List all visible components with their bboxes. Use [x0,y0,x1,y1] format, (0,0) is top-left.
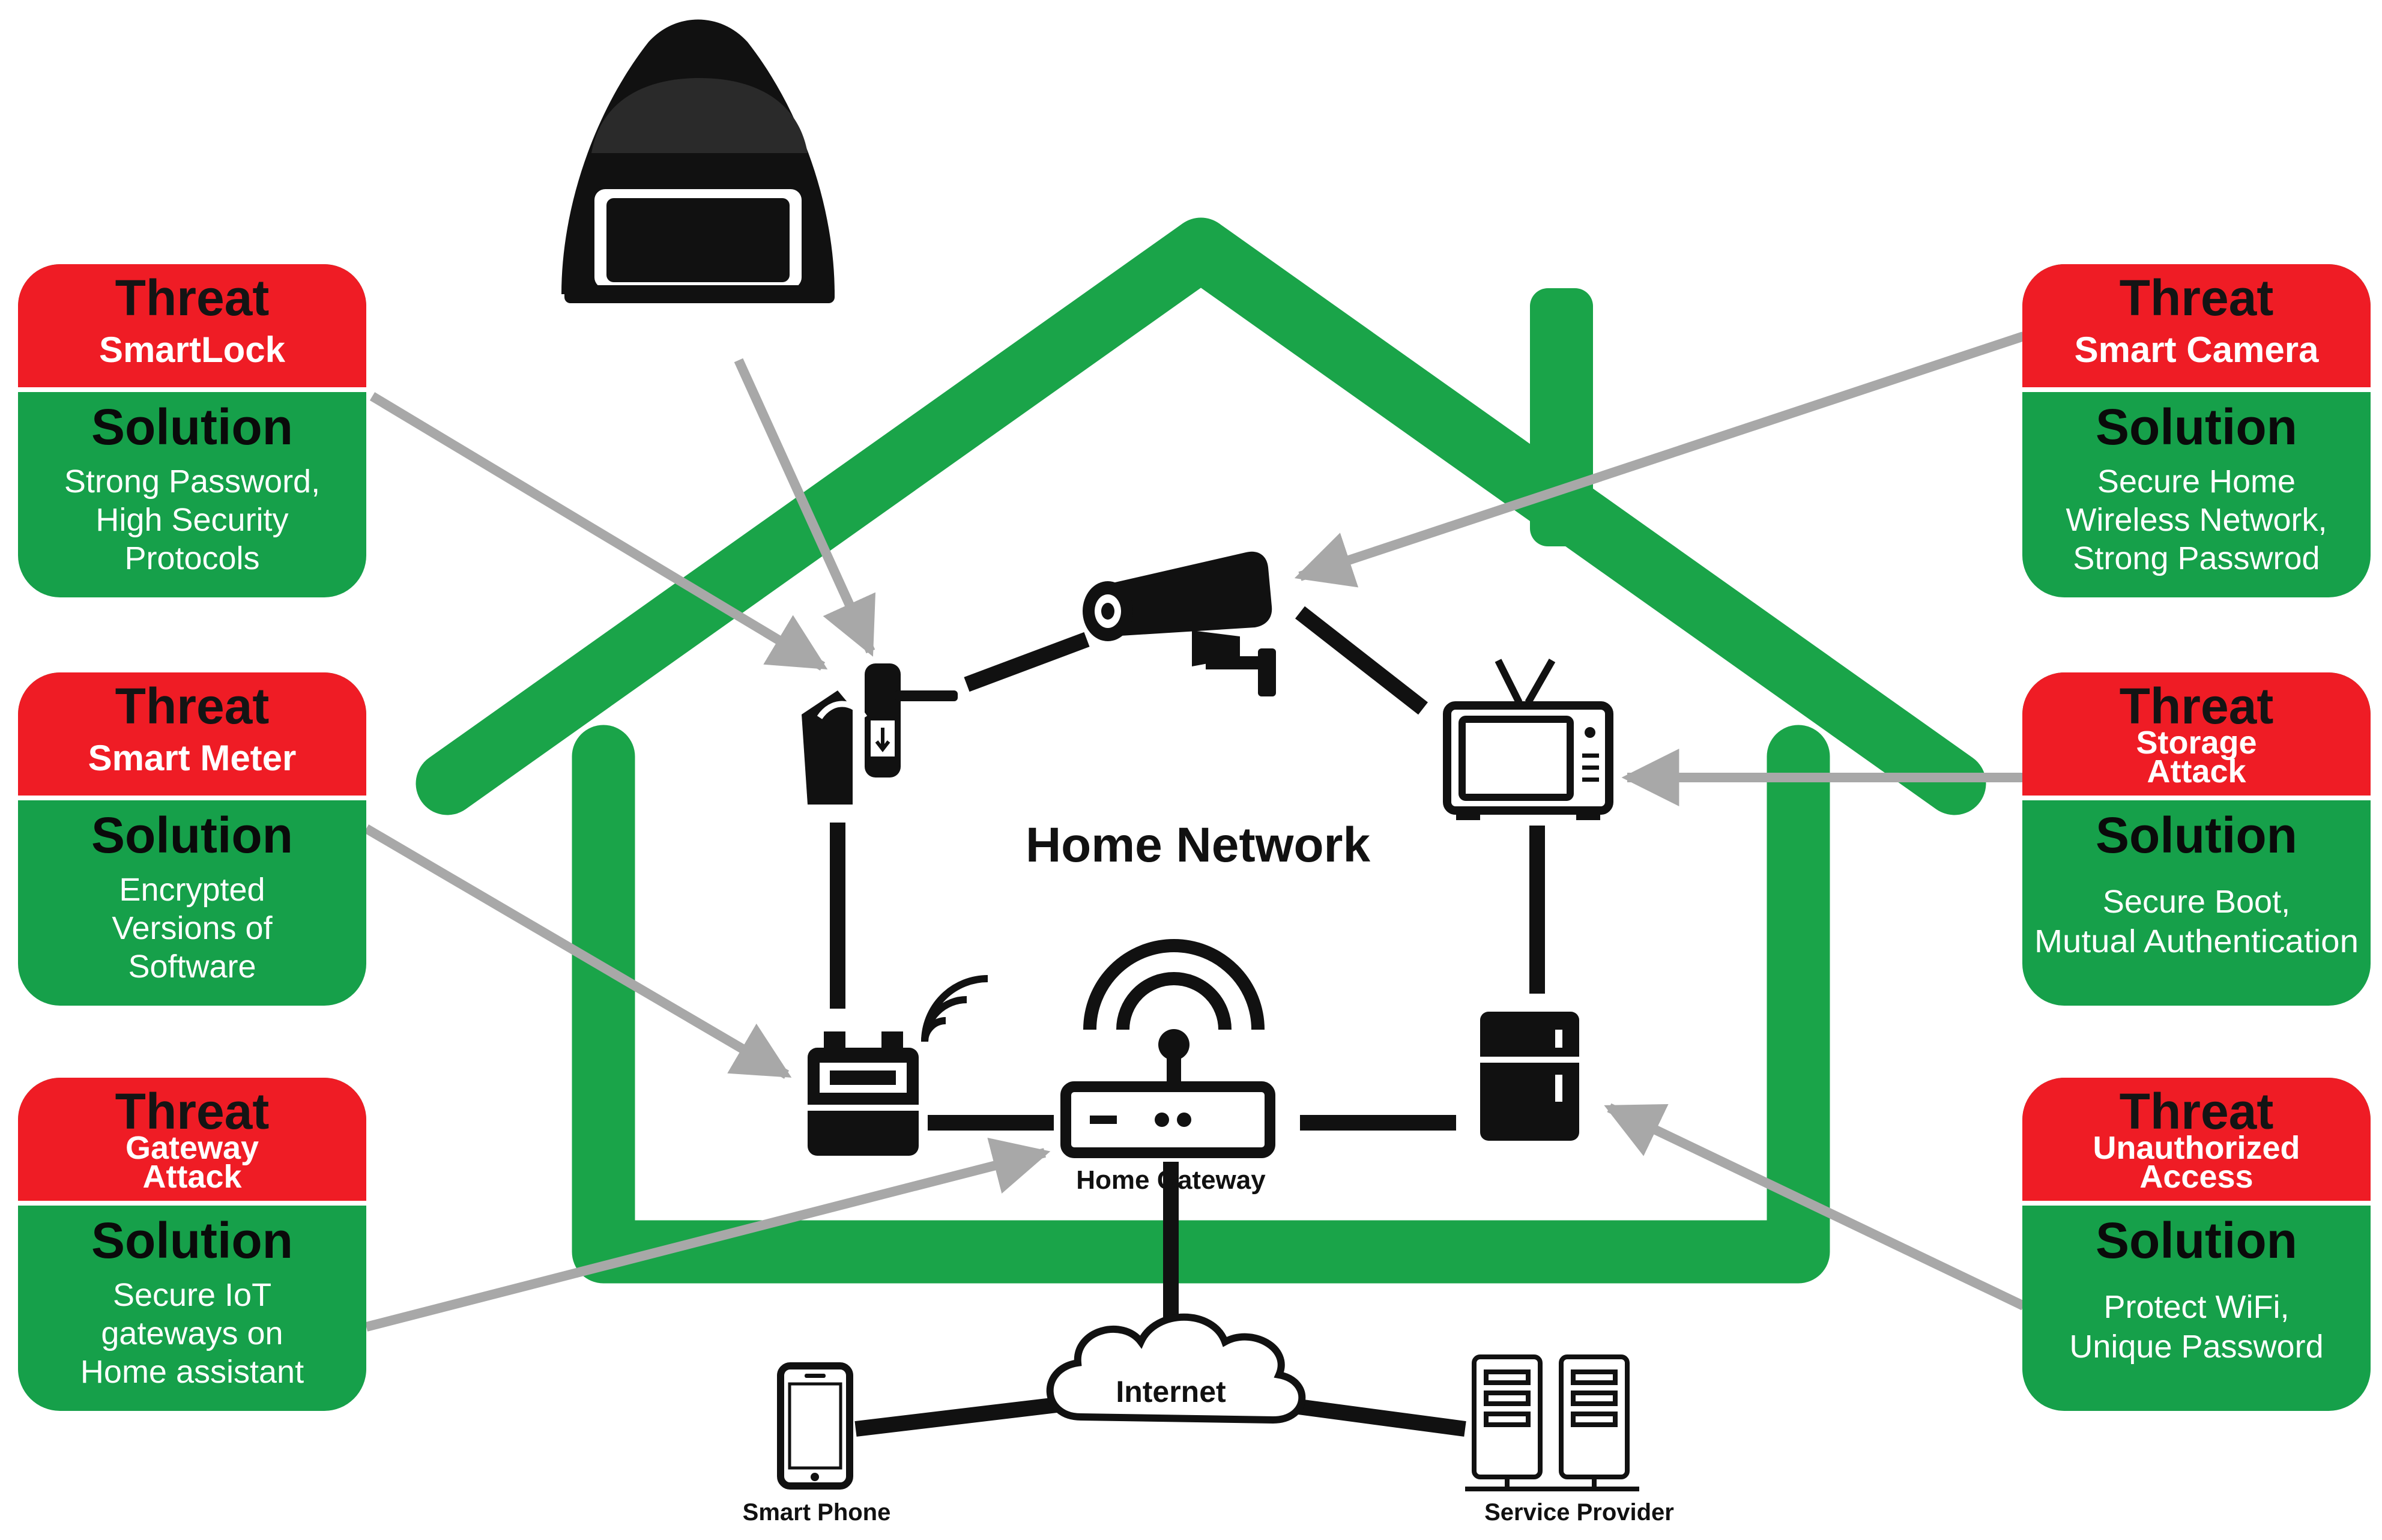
solution-title: Solution [2096,807,2297,863]
threat-title: Threat [115,270,270,326]
solution-text: gateways on [101,1315,283,1351]
home-network-label: Home Network [1026,818,1371,872]
router-icon [1060,939,1275,1158]
solution-title: Solution [91,807,293,863]
solution-text: Secure Boot, [2103,884,2290,920]
threat-subtitle: Storage [2136,725,2257,761]
threat-panel [18,264,366,387]
card-divider [2022,387,2371,392]
threat-panel [2022,1078,2371,1201]
threat-subtitle: Smart Meter [88,738,297,778]
tv-icon [1443,659,1613,820]
house-walls [572,725,1830,1284]
solution-text: Protocols [124,540,259,576]
house-roof [416,217,1986,815]
threat-subtitle: Attack [2147,753,2246,790]
card-unauthorized: ThreatUnauthorizedAccessSolutionProtect … [2022,1078,2371,1411]
threat-panel [2022,264,2371,387]
threat-title: Threat [2120,678,2274,734]
solution-text: Strong Passwrod [2073,540,2320,576]
smartphone-icon [777,1362,853,1490]
connector-smartlock-card [369,392,828,671]
threat-subtitle: Access [2139,1159,2253,1195]
solution-text: Wireless Network, [2066,502,2327,538]
service-provider-label: Service Provider [1484,1499,1674,1526]
link-camera-tv [1295,606,1428,715]
threat-subtitle: Unauthorized [2093,1130,2300,1166]
solution-text: Secure IoT [113,1277,271,1313]
connector-gateway-card [365,1137,1051,1332]
solution-title: Solution [2096,399,2297,455]
solution-text: Mutual Authentication [2034,923,2359,959]
solution-text: Encrypted [119,872,265,908]
node-labels: Home Network Home Gateway Internet Smart… [743,818,1674,1526]
threat-subtitle: Smart Camera [2075,330,2320,370]
solution-text: Software [128,949,256,985]
house-chimney [1530,288,1593,546]
threat-subtitle: SmartLock [99,330,286,370]
threat-title: Threat [115,678,270,734]
threat-title: Threat [2120,1083,2274,1140]
threat-panel [2022,672,2371,796]
link-lock-camera [964,632,1090,692]
server-icon [1465,1354,1639,1491]
solution-title: Solution [2096,1212,2297,1269]
threat-title: Threat [115,1083,270,1140]
internet-label: Internet [1116,1375,1226,1409]
smartphone-label: Smart Phone [743,1499,891,1526]
card-divider [18,1201,366,1206]
solution-text: Strong Password, [64,464,320,500]
hacker-icon [561,19,835,303]
solution-text: Versions of [112,910,273,946]
connector-smartmeter-card [363,824,792,1079]
link-internet-phone [854,1397,1058,1437]
solution-text: Protect WiFi, [2103,1289,2289,1325]
smart-lock-icon [802,663,958,805]
threat-subtitle: Attack [142,1159,242,1195]
solution-title: Solution [91,399,293,455]
storage-icon [1480,1012,1579,1141]
threat-panel [18,1078,366,1201]
smart-meter-icon [808,975,988,1156]
card-divider [18,387,366,392]
connector-camera-card [1294,331,2025,588]
card-divider [2022,1201,2371,1206]
card-divider [2022,796,2371,800]
home-gateway-label: Home Gateway [1076,1165,1266,1195]
connector-unauthorized-card [1604,1103,2026,1311]
threat-panel [18,672,366,796]
connector-hacker-lock [734,358,876,657]
link-internet-provider [1284,1397,1466,1437]
solution-text: Unique Password [2069,1329,2323,1365]
solution-text: High Security [95,502,288,538]
card-divider [18,796,366,800]
solution-title: Solution [91,1212,293,1269]
network-links [830,606,1545,1437]
threat-connectors [363,331,2026,1332]
threat-title: Threat [2120,270,2274,326]
threat-subtitle: Gateway [125,1130,259,1166]
cloud-icon [1046,1313,1306,1424]
solution-text: Secure Home [2097,464,2296,500]
solution-text: Home assistant [80,1354,304,1390]
camera-icon [1083,551,1276,696]
